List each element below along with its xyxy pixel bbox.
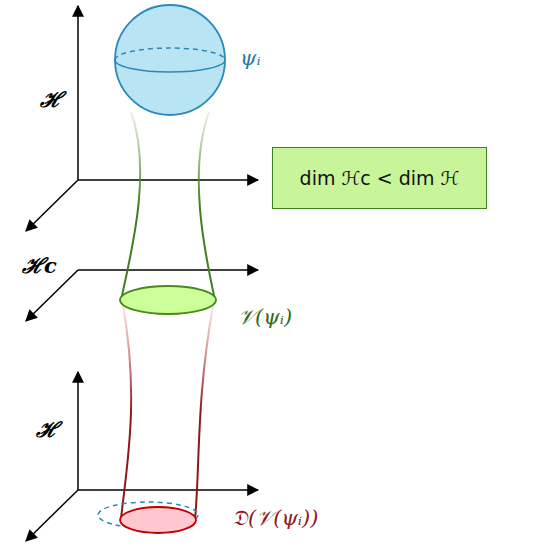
red-funnel bbox=[121, 306, 213, 519]
note-box: dim ℋc < dim ℋ bbox=[272, 147, 487, 209]
green-ellipse bbox=[120, 286, 216, 314]
space-label: ℋc bbox=[22, 254, 57, 278]
space-label: ℋ bbox=[40, 88, 62, 112]
set-label: 𝒱(ψᵢ) bbox=[238, 305, 292, 329]
sphere bbox=[115, 5, 225, 115]
axes-bottom bbox=[26, 372, 258, 541]
green-funnel bbox=[121, 112, 215, 300]
box-text: dim ℋc < dim ℋ bbox=[300, 167, 460, 189]
space-label: ℋ bbox=[36, 418, 58, 442]
set-label: 𝔇(𝒱(ψᵢ)) bbox=[232, 506, 318, 530]
axes-middle bbox=[26, 270, 258, 321]
red-ellipse bbox=[120, 507, 196, 533]
axes-top bbox=[26, 6, 258, 231]
state-label: ψᵢ bbox=[240, 46, 261, 70]
